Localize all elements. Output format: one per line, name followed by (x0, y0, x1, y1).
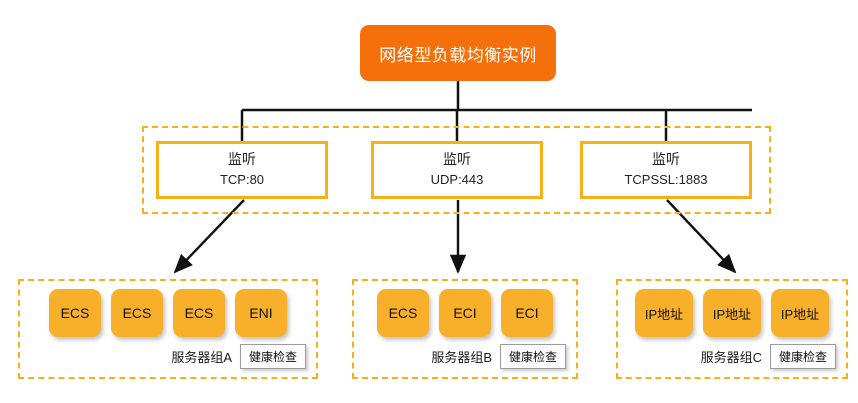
listener-box-tcp80[interactable]: 监听 TCP:80 (156, 141, 328, 199)
server-group-footer: 服务器组B 健康检查 (354, 344, 576, 369)
server-node-label: ECS (122, 305, 152, 321)
server-node-label: IP地址 (780, 306, 820, 322)
load-balancer-instance-label: 网络型负载均衡实例 (379, 45, 537, 65)
server-node-chip[interactable]: IP地址 (703, 289, 761, 337)
server-node-label: IP地址 (644, 306, 684, 322)
listener-group-container (142, 126, 771, 214)
server-node-label: ECS (184, 305, 214, 321)
server-node-label: ECI (515, 305, 539, 321)
listener-protocol: TCPSSL:1883 (624, 171, 708, 187)
health-check-button[interactable]: 健康检查 (769, 344, 836, 369)
server-node-chip[interactable]: ECS (377, 289, 429, 337)
listener-box-udp443[interactable]: 监听 UDP:443 (371, 141, 543, 199)
server-group-name: 服务器组C (700, 350, 762, 365)
server-node-chip[interactable]: IP地址 (771, 289, 829, 337)
server-node-chip[interactable]: ECS (173, 289, 225, 337)
server-node-row: ECS ECS ECS ENI (20, 289, 316, 337)
server-node-label: ENI (249, 305, 273, 321)
load-balancer-instance-box[interactable]: 网络型负载均衡实例 (360, 25, 556, 81)
server-node-chip[interactable]: ECI (501, 289, 553, 337)
listener-protocol: UDP:443 (430, 171, 484, 187)
listener-title: 监听 (228, 151, 256, 168)
server-group-c-container: IP地址 IP地址 IP地址 服务器组C 健康检查 (616, 279, 848, 379)
server-node-row: IP地址 IP地址 IP地址 (618, 289, 846, 337)
server-node-row: ECS ECI ECI (354, 289, 576, 337)
listener-title: 监听 (652, 151, 680, 168)
server-group-b-container: ECS ECI ECI 服务器组B 健康检查 (352, 279, 578, 379)
health-check-button[interactable]: 健康检查 (499, 344, 566, 369)
server-node-label: ECS (60, 305, 90, 321)
server-group-name: 服务器组A (171, 350, 232, 365)
server-node-chip[interactable]: ECS (49, 289, 101, 337)
server-node-chip[interactable]: ENI (235, 289, 287, 337)
listener-box-tcpssl1883[interactable]: 监听 TCPSSL:1883 (580, 141, 752, 199)
server-node-chip[interactable]: IP地址 (635, 289, 693, 337)
server-node-label: IP地址 (712, 306, 752, 322)
health-check-button[interactable]: 健康检查 (239, 344, 306, 369)
listener-title: 监听 (443, 151, 471, 168)
server-group-footer: 服务器组C 健康检查 (618, 344, 846, 369)
listener-protocol: TCP:80 (219, 171, 265, 187)
server-node-chip[interactable]: ECI (439, 289, 491, 337)
server-group-name: 服务器组B (431, 350, 492, 365)
server-node-chip[interactable]: ECS (111, 289, 163, 337)
server-group-footer: 服务器组A 健康检查 (20, 344, 316, 369)
server-group-a-container: ECS ECS ECS ENI 服务器组A 健康检查 (18, 279, 318, 379)
server-node-label: ECI (453, 305, 477, 321)
server-node-label: ECS (388, 305, 418, 321)
